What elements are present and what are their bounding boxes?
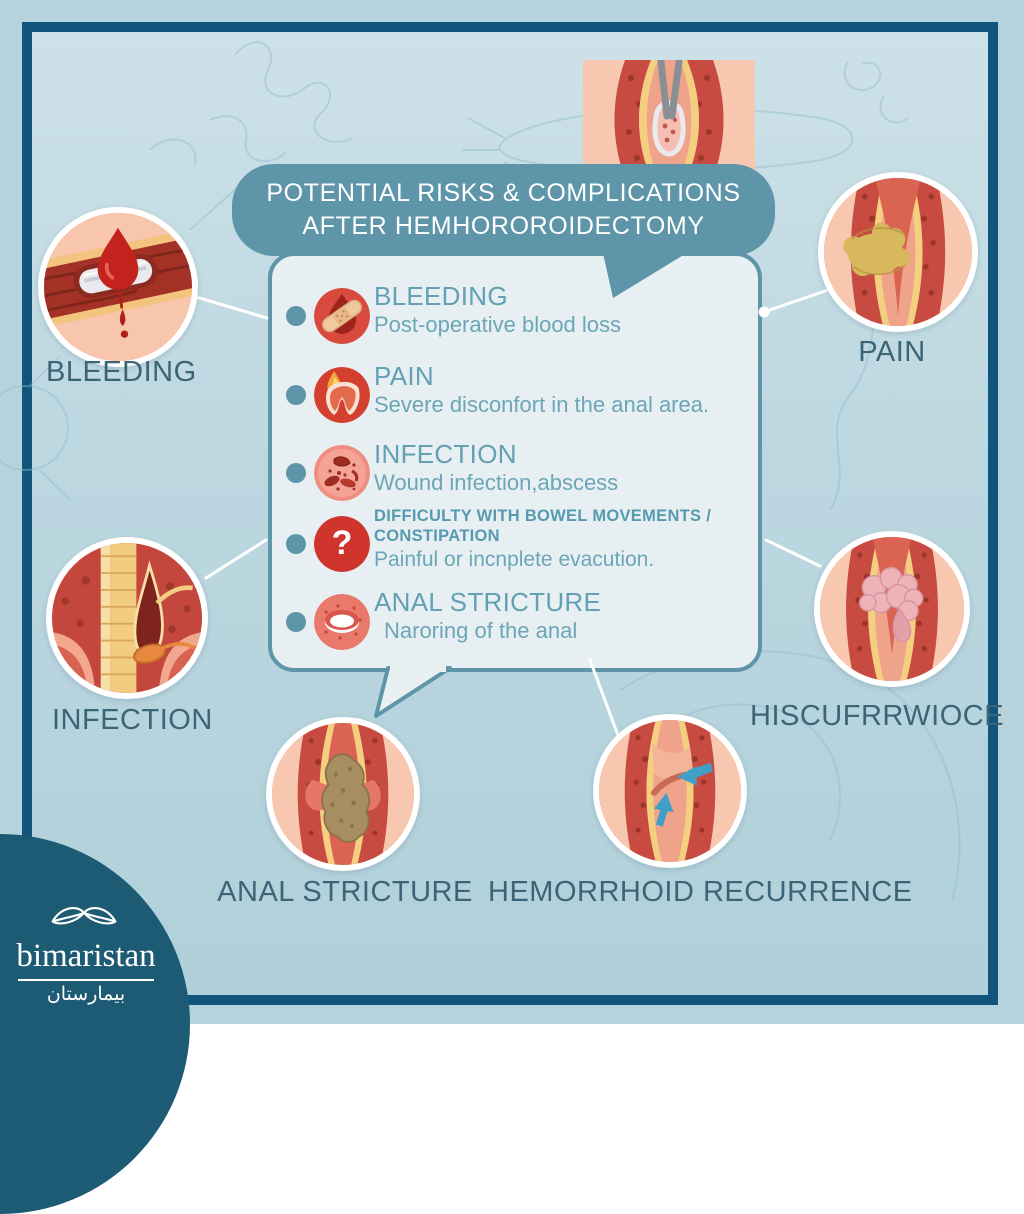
bullet-dot	[286, 612, 306, 632]
brand-name-arabic: بيمارستان	[46, 984, 126, 1005]
skin-tags-illustration	[814, 531, 970, 687]
narrowed-ring-icon	[314, 594, 370, 650]
callout-label-infection: INFECTION	[52, 704, 213, 736]
item-heading: PAIN	[374, 361, 434, 391]
brand-name: bimaristan	[16, 938, 156, 974]
infection-illustration	[46, 537, 208, 699]
burning-pain-icon	[314, 367, 370, 423]
bullet-dot	[286, 534, 306, 554]
bullet-dot	[286, 385, 306, 405]
bleeding-illustration	[38, 207, 198, 367]
title-bubble: POTENTIAL RISKS & COMPLICATIONS AFTER HE…	[232, 164, 775, 256]
callout-label-hemorrhoid-recurrence: HEMORRHOID RECURRENCE	[488, 876, 913, 908]
complications-panel: BLEEDING Post-operative blood loss PAIN …	[268, 252, 762, 672]
item-description: Wound infection,abscess	[374, 470, 619, 496]
callout-label-pain: PAIN	[858, 336, 926, 368]
item-heading: BLEEDING	[374, 281, 508, 311]
callout-label-anal-stricture: ANAL STRICTURE	[217, 876, 473, 908]
surgical-site-illustration	[583, 60, 755, 178]
item-heading: DIFFICULTY WITH BOWEL MOVEMENTS / CONSTI…	[374, 507, 712, 546]
item-heading: INFECTION	[374, 439, 517, 469]
butterfly-leaves-icon	[48, 900, 120, 945]
pain-illustration	[818, 172, 978, 332]
item-description: Post-operative blood loss	[374, 312, 622, 338]
title-line2: AFTER HEMHOROROIDECTOMY	[302, 212, 705, 240]
bullet-dot	[286, 463, 306, 483]
item-heading: ANAL STRICTURE	[374, 587, 602, 617]
anal-stricture-illustration	[266, 717, 420, 871]
bullet-dot	[286, 306, 306, 326]
hemorrhoid-recurrence-illustration	[593, 714, 747, 868]
item-description: Painful or incnplete evacution.	[374, 548, 655, 572]
title-line1: POTENTIAL RISKS & COMPLICATIONS	[266, 179, 741, 207]
bacteria-icon	[314, 445, 370, 501]
item-description: Severe disconfort in the anal area.	[374, 392, 710, 418]
callout-label-skin-tags: HISCUFRRWIOCE	[750, 700, 1005, 732]
blood-drop-bandage-icon	[314, 288, 370, 344]
question-mark-icon: ?	[314, 516, 370, 572]
svg-text:?: ?	[332, 524, 353, 562]
item-description: Naroring of the anal	[384, 618, 578, 644]
callout-label-bleeding: BLEEDING	[46, 356, 197, 388]
brand-divider	[18, 979, 154, 981]
